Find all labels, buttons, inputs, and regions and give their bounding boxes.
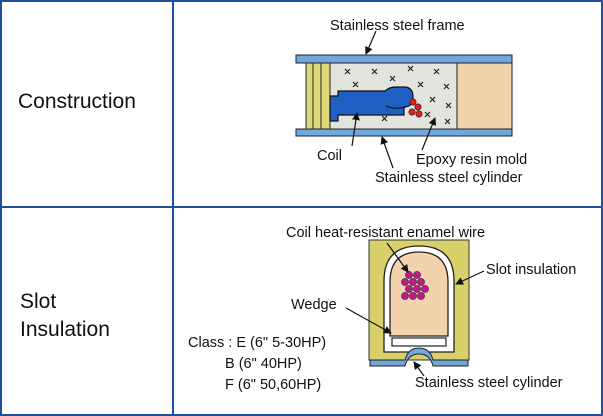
label-coil-enamel-wire: Coil heat-resistant enamel wire <box>286 225 486 241</box>
label-epoxy-resin-mold: Epoxy resin mold <box>416 152 528 168</box>
class-line-e: Class : E (6" 5-30HP) <box>188 335 327 351</box>
slot-cylinder-arrow <box>413 361 425 377</box>
insulation-arrow <box>455 270 485 285</box>
stator-core <box>456 62 513 130</box>
lamination-strips <box>305 62 331 130</box>
coil-arrow <box>351 112 360 147</box>
row-label-slot-insulation: Slot Insulation <box>20 288 110 344</box>
steel-cylinder <box>295 128 513 137</box>
label-slot-insulation: Slot insulation <box>486 262 577 278</box>
wedge <box>391 337 447 347</box>
construction-diagram <box>295 30 513 169</box>
wire-arrow <box>386 242 409 273</box>
row-divider <box>0 206 603 208</box>
slot-insulation-diagram <box>345 239 485 377</box>
row-label-line: Slot <box>20 290 57 313</box>
class-line-b: B (6" 40HP) <box>225 356 302 372</box>
frame-arrow <box>365 30 377 55</box>
enamel-wires <box>401 271 429 300</box>
wedge-arrow <box>345 307 392 334</box>
cylinder-arrow <box>380 136 394 169</box>
slot-steel-cylinder <box>369 347 469 367</box>
epoxy-cross-marks <box>344 65 452 125</box>
class-line-f: F (6" 50,60HP) <box>225 377 322 393</box>
label-wedge: Wedge <box>291 297 337 313</box>
label-stainless-steel-frame: Stainless steel frame <box>330 18 465 34</box>
label-stainless-steel-cylinder: Stainless steel cylinder <box>375 170 523 186</box>
label-coil: Coil <box>317 148 342 164</box>
row-label-line: Insulation <box>20 318 110 341</box>
column-divider <box>172 0 174 416</box>
row-label-construction: Construction <box>18 90 136 113</box>
epoxy-arrow <box>421 117 437 151</box>
red-dots <box>408 98 423 118</box>
steel-frame <box>295 54 513 64</box>
label-slot-steel-cylinder: Stainless steel cylinder <box>415 375 563 391</box>
